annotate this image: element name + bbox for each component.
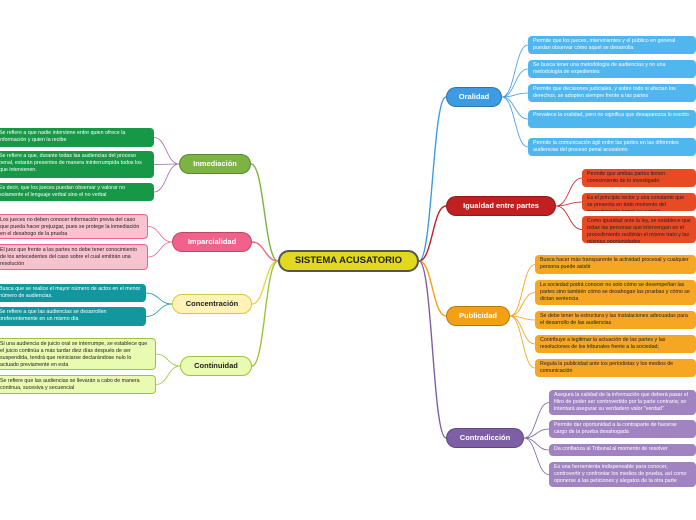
leaf-publicidad-5[interactable]: Regula la publicidad ante los periodista…	[535, 359, 696, 377]
leaf-oralidad-3[interactable]: Permite que decisiones judiciales, y sob…	[528, 84, 696, 102]
leaf-concentracion-1[interactable]: Busca que se realice el mayor número de …	[0, 284, 146, 302]
leaf-continuidad-2[interactable]: Se refiere que las audiencias se llevará…	[0, 375, 156, 394]
leaf-link-concentracion-1	[145, 292, 173, 305]
leaf-oralidad-4[interactable]: Prevalece la oralidad, pero no significa…	[528, 110, 696, 128]
link-publicidad	[418, 260, 447, 317]
leaf-contradiccion-4[interactable]: Es una herramienta indispensable para co…	[549, 462, 696, 487]
leaf-link-oralidad-4	[501, 96, 529, 120]
leaf-link-publicidad-1	[509, 264, 536, 317]
leaf-link-igualdad-2	[555, 201, 583, 207]
branch-inmediacion[interactable]: Inmediación	[179, 154, 251, 174]
leaf-link-contradiccion-1	[523, 402, 550, 439]
leaf-imparcialidad-2[interactable]: El juez que frente a las partes no debe …	[0, 244, 148, 270]
link-imparcialidad	[251, 241, 279, 262]
branch-imparcialidad[interactable]: Imparcialidad	[172, 232, 252, 252]
leaf-link-concentracion-2	[145, 303, 173, 317]
leaf-link-continuidad-1	[155, 353, 181, 367]
leaf-igualdad-1[interactable]: Permite que ambas partes tienen conocimi…	[582, 169, 696, 187]
leaf-link-publicidad-5	[509, 315, 536, 369]
branch-concentracion[interactable]: Concentración	[172, 294, 252, 314]
link-inmediacion	[250, 163, 279, 262]
leaf-contradiccion-1[interactable]: Asegura la calidad de la información que…	[549, 390, 696, 415]
leaf-link-continuidad-2	[155, 365, 181, 385]
leaf-link-contradiccion-3	[523, 437, 550, 451]
leaf-link-oralidad-3	[501, 92, 529, 98]
central-topic[interactable]: SISTEMA ACUSATORIO	[278, 250, 419, 272]
leaf-contradiccion-2[interactable]: Permite dar oportunidad a la contraparte…	[549, 420, 696, 438]
leaf-link-imparcialidad-1	[147, 226, 173, 243]
leaf-igualdad-2[interactable]: Es el principio rector y una constante q…	[582, 193, 696, 211]
link-oralidad	[418, 96, 447, 262]
leaf-link-oralidad-2	[501, 68, 529, 98]
leaf-concentracion-2[interactable]: Se refiere a que las audiencias se desar…	[0, 307, 146, 326]
leaf-publicidad-3[interactable]: Se debe tener la estructura y las instal…	[535, 311, 696, 329]
leaf-link-igualdad-3	[555, 205, 583, 230]
leaf-oralidad-5[interactable]: Permite la comunicación ágil entre las p…	[528, 138, 696, 156]
leaf-link-contradiccion-4	[523, 437, 550, 475]
leaf-oralidad-2[interactable]: Se busca tener una metodología de audien…	[528, 60, 696, 78]
branch-publicidad[interactable]: Publicidad	[446, 306, 510, 326]
link-concentracion	[251, 260, 279, 305]
leaf-link-publicidad-2	[509, 292, 536, 317]
leaf-link-oralidad-5	[501, 96, 529, 148]
branch-continuidad[interactable]: Continuidad	[180, 356, 252, 376]
leaf-link-oralidad-1	[501, 44, 529, 98]
leaf-oralidad-1[interactable]: Permite que los jueces, intervinientes y…	[528, 36, 696, 54]
branch-contradiccion[interactable]: Contradicción	[446, 428, 524, 448]
leaf-inmediacion-3[interactable]: Es decir, que los jueces puedan observar…	[0, 183, 154, 201]
link-continuidad	[251, 260, 279, 367]
leaf-imparcialidad-1[interactable]: Los jueces no deben conocer información …	[0, 214, 148, 239]
link-igualdad	[418, 205, 447, 262]
leaf-link-inmediacion-2	[153, 163, 180, 165]
leaf-link-inmediacion-1	[153, 137, 180, 165]
leaf-link-contradiccion-2	[523, 428, 550, 439]
link-contradiccion	[418, 260, 447, 439]
leaf-publicidad-4[interactable]: Contribuye a legitimar la actuación de l…	[535, 335, 696, 353]
branch-igualdad[interactable]: Igualdad entre partes	[446, 196, 556, 216]
leaf-inmediacion-1[interactable]: Se refiere a que nadie interviene entre …	[0, 128, 154, 147]
leaf-continuidad-1[interactable]: Si una audiencia de juicio oral se inter…	[0, 338, 156, 370]
leaf-link-inmediacion-3	[153, 163, 180, 193]
leaf-publicidad-2[interactable]: La sociedad podrá conocer no solo cómo s…	[535, 280, 696, 305]
leaf-publicidad-1[interactable]: Busca hacer más transparente la activida…	[535, 255, 696, 274]
leaf-inmediacion-2[interactable]: Se refiere a que, durante todas las audi…	[0, 151, 154, 178]
leaf-link-igualdad-1	[555, 177, 583, 207]
branch-oralidad[interactable]: Oralidad	[446, 87, 502, 107]
leaf-link-imparcialidad-2	[147, 241, 173, 258]
leaf-igualdad-3[interactable]: Como igualdad ante la ley, se establece …	[582, 216, 696, 243]
leaf-contradiccion-3[interactable]: Da confianza al Tribunal al momento de r…	[549, 444, 696, 456]
